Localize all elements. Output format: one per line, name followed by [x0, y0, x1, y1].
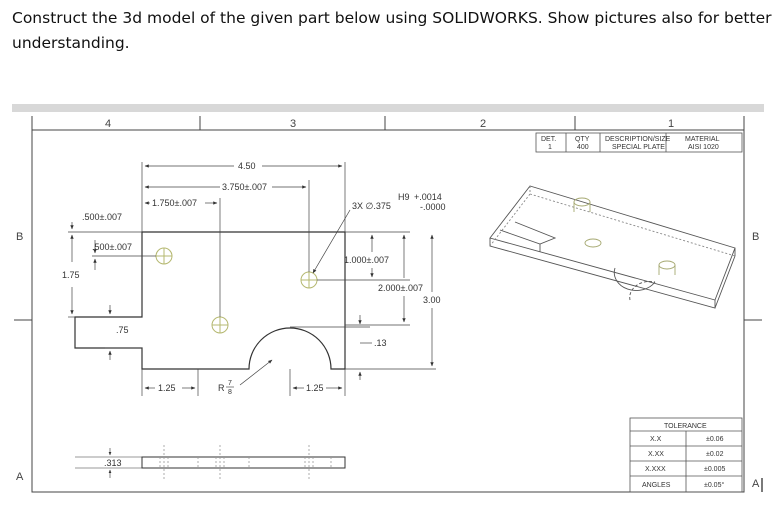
- dim-arc-depth: .13: [374, 338, 387, 348]
- holes: [155, 247, 318, 334]
- tolerance-table: TOLERANCE X.X ±0.06 X.XX ±0.02 X.XXX ±0.…: [629, 417, 743, 493]
- dim-top-offset: .500±.007: [82, 212, 122, 222]
- iso-hole-2-icon: [658, 260, 676, 270]
- dim-hole-left-x: 1.750±.007: [152, 198, 197, 208]
- bom-cell-material: AISI 1020: [688, 144, 719, 151]
- dim-hole-callout: 3X ∅.375: [352, 201, 391, 211]
- dim-radius-prefix: R: [218, 383, 225, 393]
- tolerance-label-3: X.XXX: [645, 466, 666, 473]
- dim-left-hole-y: .500±.007: [92, 242, 132, 252]
- top-view: [74, 231, 346, 370]
- dim-height-left: 1.75: [62, 270, 80, 280]
- question-text: Construct the 3d model of the given part…: [12, 6, 772, 56]
- dim-arc-right: 1.25: [306, 383, 324, 393]
- tolerance-label-1: X.X: [650, 436, 662, 443]
- dim-height-total: 3.00: [423, 295, 441, 305]
- isometric-view: [489, 185, 736, 309]
- dim-tol-lower: -.0000: [420, 202, 446, 212]
- zone-col-1: 1: [668, 118, 674, 130]
- drawing-top-bar: [12, 104, 764, 112]
- part-outline: [74, 231, 346, 370]
- zone-row-b-left: B: [16, 231, 23, 243]
- bom-header-material: MATERIAL: [685, 136, 720, 143]
- dim-thickness: .313: [104, 458, 122, 468]
- hole-bottom-icon: [211, 316, 229, 334]
- zone-row-a-left: A: [16, 471, 24, 483]
- tolerance-value-4: ±0.05°: [704, 481, 724, 489]
- dim-hole-bottom-y: 2.000±.007: [378, 283, 423, 293]
- dim-slot-height: .75: [116, 325, 129, 335]
- dim-radius-num: 7: [228, 380, 232, 387]
- bom-header-det: DET.: [541, 136, 556, 143]
- bom-cell-description: SPECIAL PLATE: [612, 144, 665, 151]
- tolerance-value-1: ±0.06: [706, 436, 724, 443]
- dim-hole-right-x: 3.750±.007: [222, 182, 267, 192]
- zone-row-b-right: B: [752, 231, 759, 243]
- drawing-frame: [14, 116, 762, 493]
- tolerance-label-2: X.XX: [648, 451, 664, 458]
- hole-right-icon: [300, 271, 318, 289]
- zone-col-2: 2: [480, 118, 486, 130]
- front-view: [75, 445, 346, 480]
- dim-slot-width: 1.25: [158, 383, 176, 393]
- question-line-1: Construct the 3d model of the given part…: [12, 9, 772, 27]
- dim-tol-fit: H9: [398, 192, 410, 202]
- dim-hole-right-y: 1.000±.007: [344, 255, 389, 265]
- bom-cell-qty: 400: [577, 144, 589, 151]
- dim-tol-upper: +.0014: [414, 192, 442, 202]
- dim-width: 4.50: [238, 161, 256, 171]
- tolerance-title: TOLERANCE: [664, 423, 707, 430]
- tolerance-value-2: ±0.02: [706, 451, 724, 458]
- bom-header-qty: QTY: [575, 136, 590, 143]
- dim-radius-den: 8: [228, 389, 232, 396]
- tolerance-label-4: ANGLES: [642, 482, 671, 489]
- dimension-lines: [68, 162, 436, 396]
- iso-hole-3-icon: [584, 238, 602, 248]
- hole-left-icon: [155, 247, 173, 265]
- zone-row-a-right: A: [752, 478, 760, 490]
- bom-table: DET. QTY DESCRIPTION/SIZE MATERIAL 1 400…: [535, 132, 743, 153]
- bom-cell-det: 1: [548, 144, 552, 151]
- bom-header-description: DESCRIPTION/SIZE: [605, 136, 671, 143]
- dimension-texts: 4.50 3.750±.007 1.750±.007 3X ∅.375 H9 +…: [62, 161, 446, 468]
- question-line-2: understanding.: [12, 34, 130, 52]
- zone-col-4: 4: [105, 118, 111, 130]
- zone-col-3: 3: [290, 118, 296, 130]
- tolerance-value-3: ±0.005: [704, 466, 725, 473]
